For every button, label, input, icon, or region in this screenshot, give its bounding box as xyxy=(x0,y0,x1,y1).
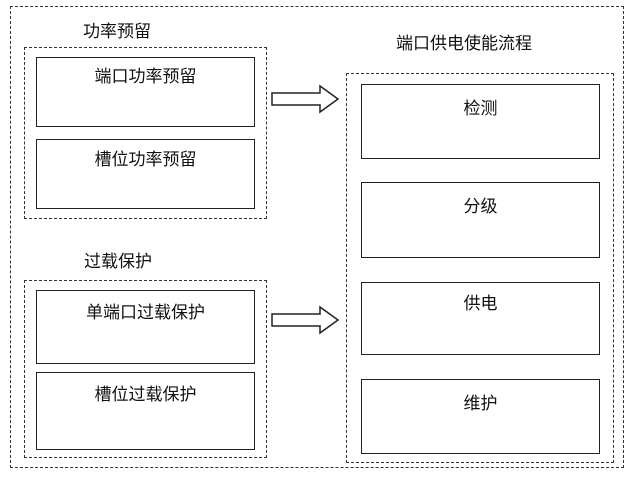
port-power-reservation-label: 端口功率预留 xyxy=(94,67,197,87)
flow-step-detect-box: 检测 xyxy=(361,84,600,159)
slot-overload-box: 槽位过载保护 xyxy=(36,372,255,450)
power-reservation-title: 功率预留 xyxy=(83,22,151,42)
single-port-overload-box: 单端口过载保护 xyxy=(36,290,255,364)
slot-power-reservation-label: 槽位功率预留 xyxy=(94,150,197,170)
slot-power-reservation-box: 槽位功率预留 xyxy=(36,139,255,209)
flow-step-classify-label: 分级 xyxy=(463,197,498,217)
poe-flow-title: 端口供电使能流程 xyxy=(396,34,532,54)
flow-step-classify-box: 分级 xyxy=(361,182,600,258)
outer-frame xyxy=(10,6,624,468)
port-power-reservation-box: 端口功率预留 xyxy=(36,57,255,127)
overload-protection-title: 过载保护 xyxy=(84,252,152,272)
slot-overload-label: 槽位过载保护 xyxy=(94,385,197,405)
overload-protection-group xyxy=(24,280,267,458)
flow-step-power-label: 供电 xyxy=(463,294,498,314)
flow-step-maintain-label: 维护 xyxy=(463,394,498,414)
flow-step-maintain-box: 维护 xyxy=(361,379,600,454)
single-port-overload-label: 单端口过载保护 xyxy=(86,303,205,323)
power-reservation-group xyxy=(24,47,267,219)
arrow-power-to-flow xyxy=(271,84,340,114)
arrow-overload-to-flow xyxy=(271,305,340,335)
flow-step-detect-label: 检测 xyxy=(463,99,498,119)
flow-step-power-box: 供电 xyxy=(361,282,600,355)
poe-flow-group xyxy=(346,73,614,463)
